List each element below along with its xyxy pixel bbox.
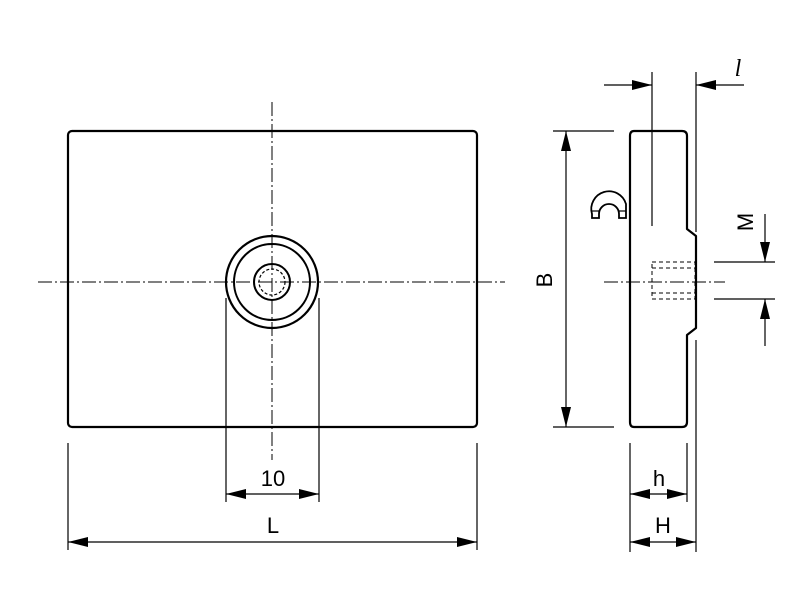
dim-M-arrow-top [760, 242, 770, 262]
side-view: l M h H [590, 56, 775, 552]
dim-M-label: M [733, 213, 758, 231]
dim-h-arrow-right [667, 489, 687, 499]
dim-H-arrow-right [676, 537, 696, 547]
dim-l-arrow-left [632, 80, 652, 90]
dim-H-arrow-left [630, 537, 650, 547]
dim-l-arrow-right [696, 80, 716, 90]
dim-B-arrow-top [561, 131, 571, 151]
dim-10-arrow-left [226, 489, 246, 499]
hole-outer-ring [224, 234, 320, 330]
dim-10-label: 10 [261, 466, 285, 491]
dim-10-arrow-right [299, 489, 319, 499]
hidden-thread-hole [651, 261, 696, 300]
dim-L-arrow-left [68, 537, 88, 547]
hole-inner-ring [253, 263, 291, 301]
dim-L-label: L [267, 513, 279, 538]
dim-l-label: l [735, 56, 742, 82]
dim-B-arrow-bottom [561, 407, 571, 427]
dim-h-label: h [653, 466, 665, 491]
dim-B-label: B [532, 273, 557, 288]
dim-H-label: H [655, 513, 671, 538]
front-view: 10 L [38, 102, 505, 550]
hole-thread-ring [258, 268, 286, 296]
dim-M-arrow-bottom [760, 299, 770, 319]
side-view-body [628, 129, 698, 429]
hole-countersink-ring [233, 243, 311, 321]
dim-h-arrow-left [630, 489, 650, 499]
dim-B: B [532, 130, 614, 428]
magnet-icon [590, 190, 627, 219]
dim-L-arrow-right [457, 537, 477, 547]
